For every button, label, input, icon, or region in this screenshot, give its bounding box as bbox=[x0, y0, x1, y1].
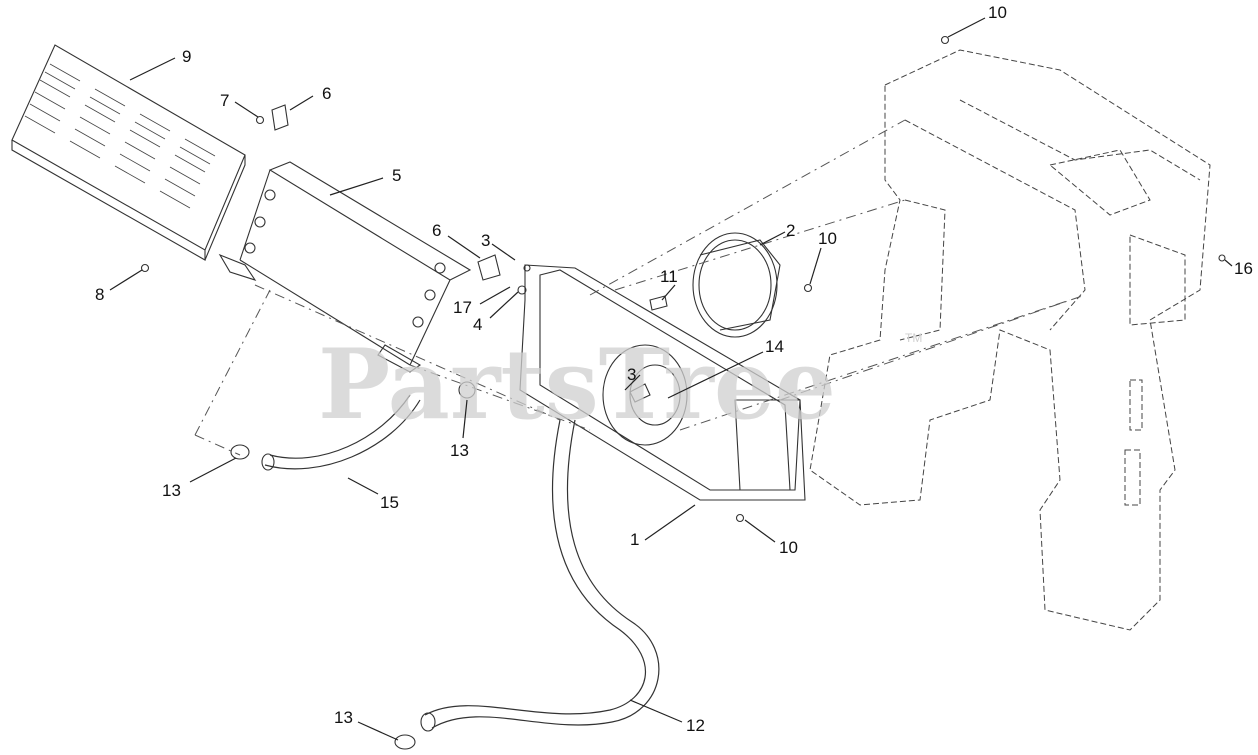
callout-14: 14 bbox=[765, 337, 784, 356]
callout-labels: 1 2 3 3 4 5 6 6 7 8 9 10 10 10 11 12 13 … bbox=[95, 3, 1253, 735]
callout-4: 4 bbox=[473, 315, 482, 334]
callout-11: 11 bbox=[660, 267, 678, 286]
leader-lines bbox=[109, 17, 1233, 741]
hose-clamps bbox=[230, 381, 476, 750]
callout-13c: 13 bbox=[334, 708, 353, 727]
fasteners bbox=[140, 35, 1226, 523]
watermark: PartsTree TM bbox=[318, 328, 922, 441]
chassis-frame bbox=[809, 49, 1211, 631]
cooler-screen bbox=[11, 44, 246, 261]
callout-10c: 10 bbox=[779, 538, 798, 557]
callout-5: 5 bbox=[392, 166, 401, 185]
callout-1: 1 bbox=[630, 530, 639, 549]
callout-17: 17 bbox=[453, 298, 472, 317]
callout-10b: 10 bbox=[818, 229, 837, 248]
hose-lower bbox=[420, 419, 660, 732]
callout-6a: 6 bbox=[322, 84, 331, 103]
watermark-text: PartsTree bbox=[318, 328, 836, 441]
callout-13b: 13 bbox=[450, 441, 469, 460]
callout-16: 16 bbox=[1234, 259, 1253, 278]
callout-8: 8 bbox=[95, 285, 104, 304]
callout-2: 2 bbox=[786, 221, 795, 240]
alignment-lines bbox=[194, 119, 1086, 456]
callout-9: 9 bbox=[182, 47, 191, 66]
shroud-plate bbox=[519, 264, 806, 501]
callout-6b: 6 bbox=[432, 221, 441, 240]
callout-3b: 3 bbox=[627, 365, 636, 384]
callout-12: 12 bbox=[686, 716, 705, 735]
oil-cooler bbox=[218, 161, 472, 373]
callout-10a: 10 bbox=[988, 3, 1007, 22]
callout-7: 7 bbox=[220, 91, 229, 110]
fan-ring bbox=[692, 232, 781, 338]
callout-15: 15 bbox=[380, 493, 399, 512]
callout-3a: 3 bbox=[481, 231, 490, 250]
watermark-trademark: TM bbox=[905, 331, 922, 345]
callout-13a: 13 bbox=[162, 481, 181, 500]
hose-upper bbox=[261, 394, 421, 471]
fan-opening bbox=[602, 344, 688, 446]
